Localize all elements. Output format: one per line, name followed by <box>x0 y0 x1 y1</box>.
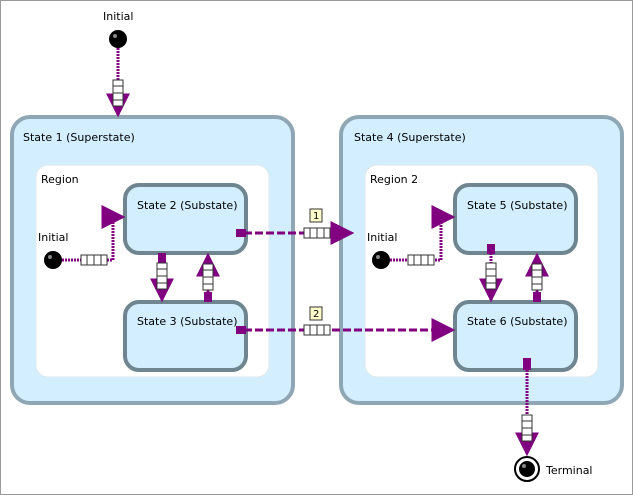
transition-initial-to-state-1[interactable] <box>106 48 130 118</box>
transition-1-badge: 1 <box>309 208 323 223</box>
transition-state-6-to-state-5[interactable] <box>525 252 549 302</box>
transition-1-label: 1 <box>313 211 319 222</box>
transition-2-label: 2 <box>313 309 319 320</box>
terminal-node[interactable]: Terminal <box>514 456 593 482</box>
transition-state-5-to-state-6[interactable] <box>479 244 503 303</box>
transition-connector-icon <box>303 227 331 239</box>
transition-2-badge: 2 <box>309 306 323 321</box>
superstate-4-label: State 4 (Superstate) <box>354 131 466 144</box>
transition-state-3-to-state-2[interactable] <box>196 252 220 302</box>
region-2-initial-label: Initial <box>367 231 397 244</box>
superstate-1-label: State 1 (Superstate) <box>23 131 135 144</box>
region-2-label: Region 2 <box>370 173 418 186</box>
transition-2[interactable]: 2 <box>236 306 456 342</box>
transition-initial-to-state-5[interactable] <box>390 205 456 266</box>
transition-state-2-to-state-3[interactable] <box>150 253 174 303</box>
transition-connector-icon <box>485 262 497 290</box>
transition-connector-icon <box>407 254 435 266</box>
state-3[interactable]: State 3 (Substate) <box>123 300 248 372</box>
transition-connector-icon <box>303 324 331 336</box>
transition-initial-to-state-2[interactable] <box>62 205 126 266</box>
state-2-label: State 2 (Substate) <box>137 199 238 212</box>
state-2[interactable]: State 2 (Substate) <box>123 183 248 255</box>
state-5[interactable]: State 5 (Substate) <box>453 183 578 255</box>
transition-1[interactable]: 1 <box>236 208 355 245</box>
top-initial-label: Initial <box>103 10 133 23</box>
top-initial-node[interactable]: Initial <box>103 10 133 48</box>
transition-connector-icon <box>521 414 533 442</box>
transition-connector-icon <box>531 263 543 291</box>
transition-connector-icon <box>202 263 214 291</box>
state-6-label: State 6 (Substate) <box>467 315 568 328</box>
state-3-label: State 3 (Substate) <box>137 315 238 328</box>
region-1-initial-label: Initial <box>38 231 68 244</box>
transition-state-6-to-terminal[interactable] <box>515 358 539 457</box>
region-1-label: Region <box>41 173 79 186</box>
state-5-label: State 5 (Substate) <box>467 199 568 212</box>
transition-connector-icon <box>156 262 168 290</box>
state-6[interactable]: State 6 (Substate) <box>453 300 578 372</box>
terminal-label: Terminal <box>545 464 593 477</box>
transition-connector-icon <box>112 79 124 107</box>
region-2-initial-node[interactable]: Initial <box>367 231 397 269</box>
region-1-initial-node[interactable]: Initial <box>38 231 68 269</box>
transition-connector-icon <box>80 254 108 266</box>
